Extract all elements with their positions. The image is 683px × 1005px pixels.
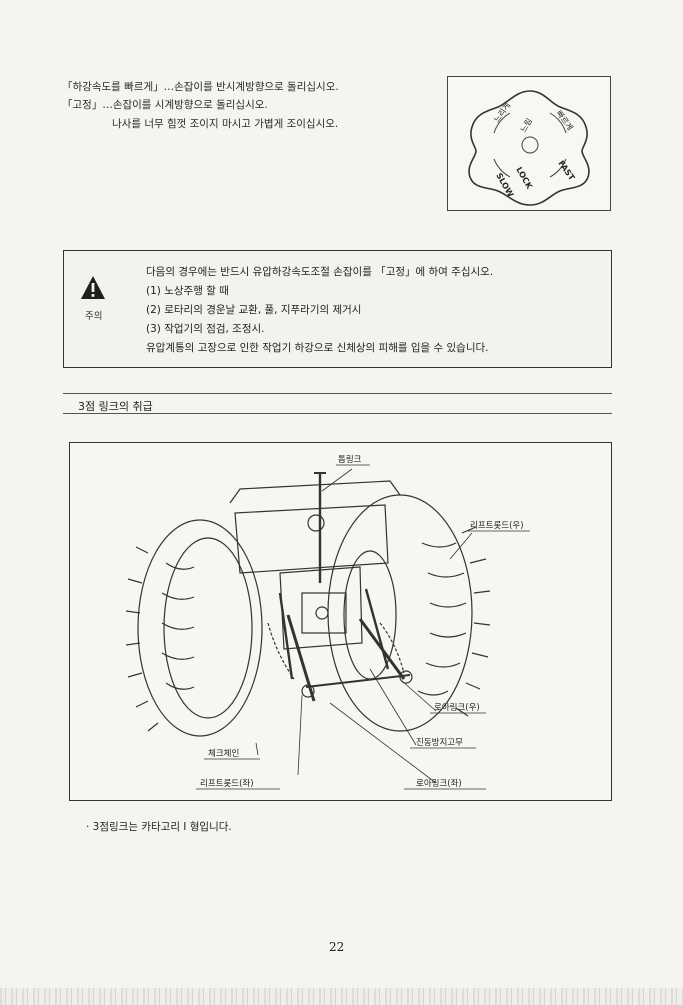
- instruction-fast-descent: 「하강속도를 빠르게」…손잡이를 반시계방향으로 돌리십시오.: [62, 81, 339, 93]
- tractor-rear-illustration: [125, 464, 530, 790]
- knob-lock-label: LOCK: [514, 166, 534, 192]
- label-anti-vibration-rubber: 진동방지고무: [416, 738, 463, 748]
- label-check-chain: 체크체인: [208, 749, 240, 759]
- section-title: 3점 링크의 취급: [78, 400, 153, 413]
- label-lift-rod-left: 리프트롯드(좌): [200, 779, 254, 789]
- label-lower-link-left: 로아링크(좌): [416, 779, 462, 789]
- instruction-screw-note: 나사를 너무 힘껏 조이지 마시고 가볍게 조이십시오.: [112, 118, 339, 130]
- instruction-lock: 「고정」…손잡이를 시계방향으로 돌리십시오.: [62, 99, 268, 111]
- category-note: · 3점링크는 카타고리 Ⅰ 형입니다.: [86, 821, 232, 833]
- caution-lines: 다음의 경우에는 반드시 유압하강속도조절 손잡이를 「고정」에 하여 주십시오…: [146, 263, 493, 358]
- caution-line: (3) 작업기의 점검, 조정시.: [146, 323, 265, 335]
- label-lower-link-right: 로아링크(우): [434, 703, 480, 713]
- label-top-link: 톱링크: [338, 455, 362, 465]
- page-number: 22: [329, 940, 345, 954]
- caution-label: 주의: [85, 311, 103, 322]
- three-point-link-diagram: 톱링크 리프트롯드(우) 로아링크(우) 진동방지고무 체크체인 리프트롯드(좌…: [69, 442, 612, 801]
- knob-slow-kr: 느리게: [491, 100, 512, 124]
- scan-edge-artifact: [0, 988, 683, 1005]
- caution-line: 다음의 경우에는 반드시 유압하강속도조절 손잡이를 「고정」에 하여 주십시오…: [146, 266, 494, 278]
- label-lift-rod-right: 리프트롯드(우): [470, 521, 524, 531]
- section-rule-top: [63, 393, 612, 394]
- knob-fast-label: FAST: [556, 159, 576, 183]
- section-rule-bottom: [63, 413, 612, 414]
- caution-box: 주의 다음의 경우에는 반드시 유압하강속도조절 손잡이를 「고정」에 하여 주…: [63, 250, 612, 368]
- descent-speed-knob-figure: 느리게 빠르게 느림 SLOW LOCK FAST: [447, 76, 611, 211]
- caution-line: (1) 노상주행 할 때: [146, 285, 229, 297]
- warning-icon: [80, 275, 106, 305]
- knob-center-kr: 느림: [518, 116, 534, 134]
- caution-line: 유압계통의 고장으로 인한 작업기 하강으로 신체상의 피해를 입을 수 있습니…: [146, 342, 489, 354]
- descent-knob-illustration: 느리게 빠르게 느림 SLOW LOCK FAST: [468, 90, 590, 206]
- caution-line: (2) 로타리의 경운날 교환, 풀, 지푸라기의 제거시: [146, 304, 362, 316]
